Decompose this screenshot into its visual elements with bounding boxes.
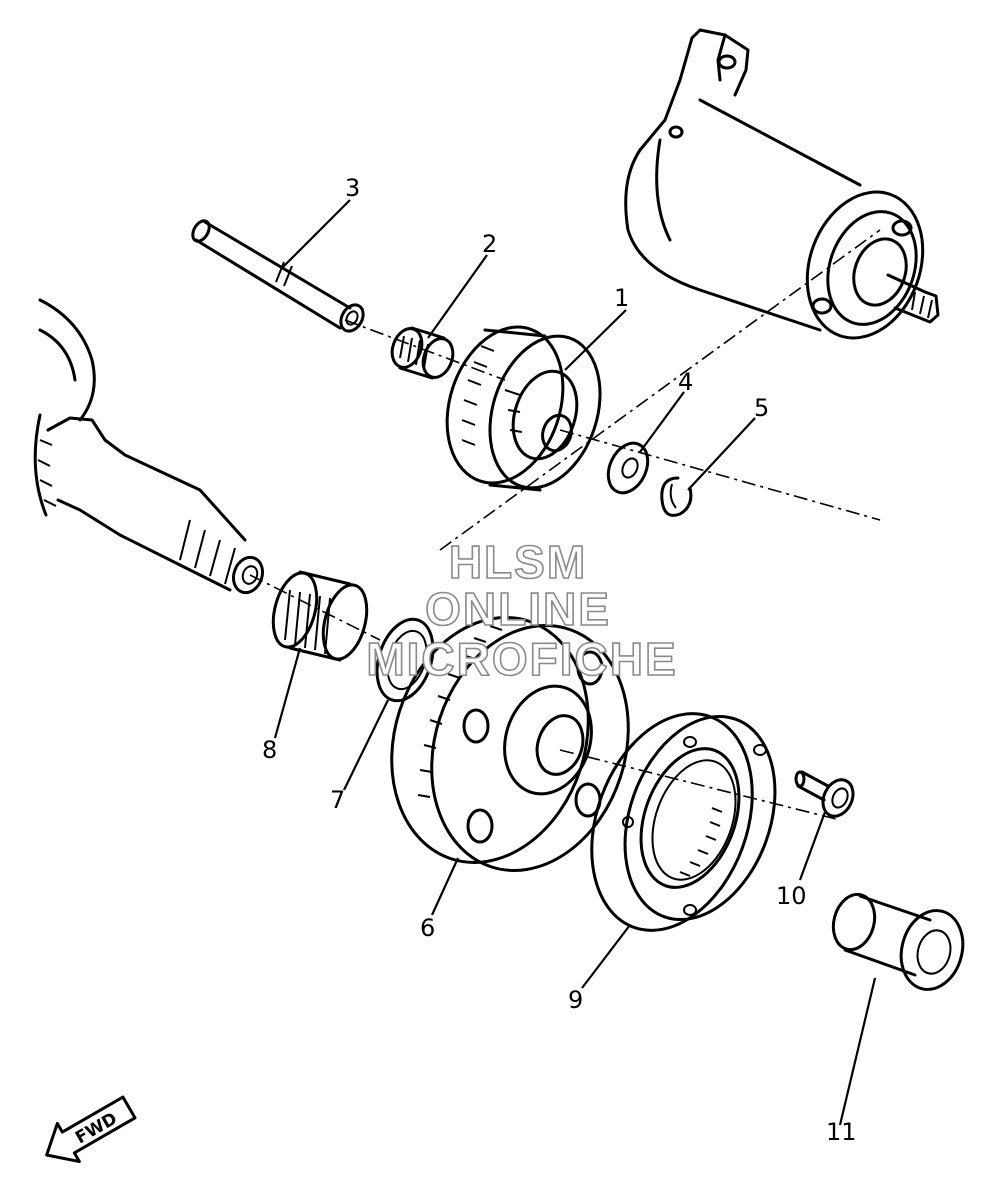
part-4-washer xyxy=(606,441,650,495)
part-2-bearing xyxy=(390,326,455,380)
fwd-arrow-icon: FWD xyxy=(45,1095,137,1164)
callout-10: 10 xyxy=(776,882,807,910)
part-10-bolt xyxy=(794,770,855,818)
callout-4: 4 xyxy=(678,368,693,396)
starter-motor xyxy=(624,28,940,340)
crankshaft xyxy=(33,298,265,595)
callout-2: 2 xyxy=(482,230,497,258)
part-9-clutch xyxy=(590,712,777,932)
watermark: HLSM ONLINE MICROFICHE xyxy=(366,535,677,686)
callout-labels: 1 2 3 4 5 6 7 8 9 10 11 xyxy=(262,174,857,1146)
part-8-needle-bearing xyxy=(271,570,369,662)
part-11-collar xyxy=(831,892,965,991)
part-1-idler-gear xyxy=(445,325,602,492)
part-5-circlip xyxy=(660,476,693,517)
leader-lines xyxy=(273,199,877,1126)
watermark-line-2: ONLINE xyxy=(425,583,611,635)
fwd-label: FWD xyxy=(72,1109,121,1149)
callout-7: 7 xyxy=(330,786,345,814)
callout-8: 8 xyxy=(262,736,277,764)
callout-1: 1 xyxy=(614,284,629,312)
watermark-line-1: HLSM xyxy=(449,536,587,588)
callout-11: 11 xyxy=(826,1118,857,1146)
part-3-shaft xyxy=(191,219,365,333)
callout-3: 3 xyxy=(345,174,360,202)
part-6-wheel-gear xyxy=(390,616,630,872)
watermark-line-3: MICROFICHE xyxy=(366,633,677,685)
callout-6: 6 xyxy=(420,914,435,942)
callout-9: 9 xyxy=(568,986,583,1014)
callout-5: 5 xyxy=(754,394,769,422)
